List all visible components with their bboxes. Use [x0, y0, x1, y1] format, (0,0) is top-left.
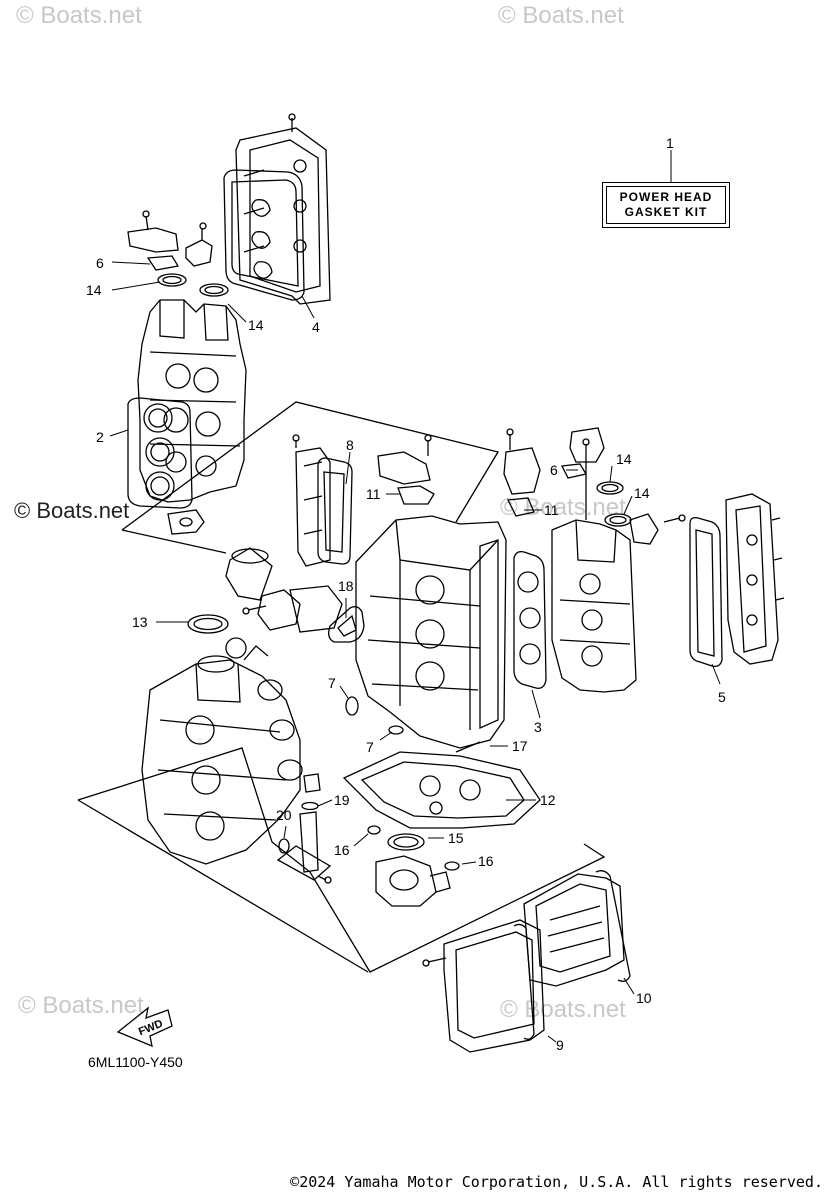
- lower-group-frame: [77, 747, 606, 973]
- upper-head-cover: [235, 113, 331, 305]
- callout-14-left-lower: 14: [248, 317, 264, 333]
- callout-17: 17: [512, 738, 528, 754]
- callout-18: 18: [338, 578, 354, 594]
- head-cover-gasket-4-inner: [231, 179, 299, 287]
- callout-4: 4: [312, 319, 320, 335]
- exhaust-inner-cover-9: [422, 919, 545, 1053]
- o-ring-7-lower: [388, 725, 404, 735]
- center-group-frame: [121, 401, 500, 531]
- crank-oil-seal-13: [187, 614, 229, 634]
- cover-with-gasket-8: [292, 434, 353, 567]
- right-cylinder-head: [551, 438, 637, 693]
- small-gasket-near-2: [167, 509, 205, 535]
- watermark-bottom-center: © Boats.net: [500, 996, 626, 1023]
- callout-7-upper: 7: [328, 675, 336, 691]
- oil-pump-housing: [375, 855, 451, 907]
- watermark-top-left: © Boats.net: [16, 2, 142, 29]
- callout-10: 10: [636, 990, 652, 1006]
- right-sensor-assembly: [561, 427, 605, 479]
- callout-5: 5: [718, 689, 726, 705]
- lower-frame-left: [77, 799, 369, 973]
- copyright-notice: ©2024 Yamaha Motor Corporation, U.S.A. A…: [290, 1173, 823, 1191]
- callout-16-right: 16: [478, 853, 494, 869]
- right-thermostat-housing: [629, 513, 659, 545]
- callout-14-left-upper: 14: [86, 282, 102, 298]
- oil-pipe-assembly: [276, 773, 332, 884]
- o-ring-7-upper: [345, 696, 359, 716]
- center-right-sensor-assembly: [503, 428, 541, 517]
- crankshaft-assembly: [141, 637, 303, 865]
- callout-14-right-upper: 14: [616, 451, 632, 467]
- oil-seal-14-right-upper: [596, 481, 624, 495]
- oil-seal-14-left: [157, 273, 187, 287]
- kit-label-line2: GASKET KIT: [624, 205, 708, 219]
- callout-11-left: 11: [366, 486, 381, 502]
- gasket-kit-label-box: POWER HEAD GASKET KIT: [602, 182, 730, 228]
- callout-15: 15: [448, 830, 464, 846]
- right-head-cover: [725, 493, 785, 665]
- callout-16-left: 16: [334, 842, 350, 858]
- callout-6-right: 6: [550, 462, 558, 478]
- watermark-mid-left: © Boats.net: [14, 498, 130, 523]
- callout-1: 1: [666, 135, 674, 151]
- exhaust-outer-cover-10: [523, 870, 631, 987]
- callout-9: 9: [556, 1037, 564, 1053]
- center-sensor-assembly-11: [377, 434, 435, 505]
- watermark-top-center: © Boats.net: [498, 2, 624, 29]
- head-cover-gasket-4: [223, 169, 305, 301]
- callout-2: 2: [96, 429, 104, 445]
- head-gasket-2: [127, 397, 193, 509]
- watermark-bottom-left: © Boats.net: [18, 992, 144, 1019]
- gasket-4-loops: [251, 199, 273, 279]
- oil-seal-14-right-lower: [604, 513, 632, 527]
- callout-13: 13: [132, 614, 148, 630]
- gasket-3: [513, 550, 547, 689]
- o-ring-20: [278, 838, 290, 854]
- upper-sensor-assembly: [127, 210, 213, 271]
- oil-seal-15: [387, 833, 425, 851]
- o-ring-16-left: [367, 825, 381, 835]
- center-frame-left-down: [121, 529, 227, 554]
- forward-direction-arrow: [116, 1006, 173, 1048]
- callout-8: 8: [346, 437, 354, 453]
- callout-6-left: 6: [96, 255, 104, 271]
- kit-label-line1: POWER HEAD: [619, 190, 713, 204]
- oil-filter-assembly: [225, 547, 343, 633]
- crankcase-block: [355, 515, 507, 749]
- oil-seal-14-right: [199, 283, 229, 297]
- o-ring-19: [301, 801, 319, 811]
- upper-left-cylinder-head: [137, 299, 247, 503]
- callout-14-right-lower: 14: [634, 485, 650, 501]
- exhaust-gasket-12: [342, 751, 541, 829]
- head-cover-gasket-5: [689, 516, 723, 668]
- callout-11-right: 11: [544, 502, 559, 518]
- callout-7-lower: 7: [366, 739, 374, 755]
- diagram-code: 6ML1100-Y450: [88, 1054, 183, 1070]
- callout-20: 20: [276, 807, 292, 823]
- callout-leaders: [109, 150, 721, 1043]
- o-ring-16-right: [444, 861, 460, 871]
- callout-3: 3: [534, 719, 542, 735]
- callout-12: 12: [540, 792, 556, 808]
- callout-19: 19: [334, 792, 350, 808]
